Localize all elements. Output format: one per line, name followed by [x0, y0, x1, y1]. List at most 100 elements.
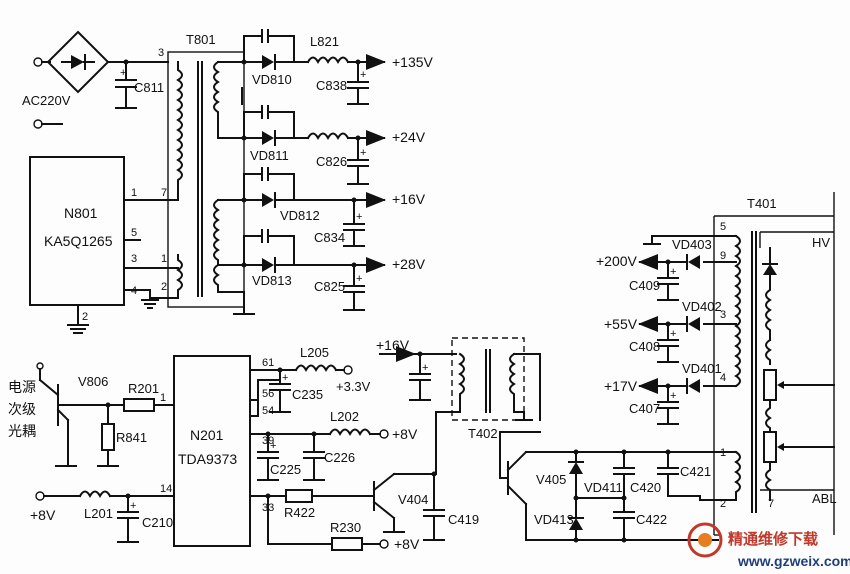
- svg-text:1: 1: [161, 253, 167, 265]
- focus-pot: [763, 369, 777, 401]
- svg-text:VD813: VD813: [252, 273, 292, 288]
- svg-text:R841: R841: [116, 430, 147, 445]
- svg-text:C420: C420: [630, 480, 661, 495]
- svg-text:+: +: [120, 67, 126, 79]
- svg-text:ABL: ABL: [812, 491, 837, 506]
- l821-inductor: [306, 56, 350, 65]
- out-28v-label: +28V: [392, 256, 426, 272]
- hv-diode-icon: [763, 264, 777, 275]
- t401-flyback: T401 HV ABL 5 9 3 4 1 2 7: [643, 192, 837, 536]
- n201-part-label: TDA9373: [178, 451, 237, 467]
- svg-text:5: 5: [720, 221, 726, 233]
- svg-text:+: +: [356, 273, 362, 285]
- in-16v-label: +16V: [376, 337, 410, 353]
- out-17v-label: +17V: [604, 378, 638, 394]
- svg-text:+: +: [670, 390, 676, 402]
- v405-section: V405 VD411 VD413 C420 C422: [499, 449, 737, 543]
- n801-ic: [29, 156, 125, 306]
- svg-text:4: 4: [720, 372, 726, 384]
- out-55v-label: +55V: [604, 316, 638, 332]
- t402-frame: [451, 337, 525, 421]
- rail-135v: VD810 L821 + C838 +135V: [217, 29, 434, 105]
- svg-text:+: +: [282, 372, 288, 384]
- watermark: 精通维修下载 www.gzweix.com: [687, 522, 850, 569]
- n201-section: N201 TDA9373 61 L205 +3.3V + C235 56 54 …: [30, 345, 420, 552]
- svg-text:C226: C226: [324, 450, 355, 465]
- svg-text:14: 14: [160, 483, 172, 495]
- svg-text:VD811: VD811: [250, 148, 289, 163]
- ac-input-section: AC220V + C811: [22, 30, 169, 129]
- svg-text:C838: C838: [316, 78, 347, 93]
- svg-text:3: 3: [131, 253, 137, 265]
- bridge-diode-icon: [71, 55, 84, 69]
- t401-label: T401: [747, 196, 777, 211]
- svg-text:7: 7: [161, 187, 167, 199]
- svg-text:L205: L205: [300, 345, 329, 360]
- n801-part-label: KA5Q1265: [44, 233, 113, 249]
- t401-outputs: + VD403 +200V C409 + VD402 +55V C408 + V…: [596, 237, 737, 425]
- svg-text:1: 1: [160, 392, 166, 404]
- svg-text:R422: R422: [284, 505, 315, 520]
- svg-text:VD812: VD812: [280, 208, 320, 223]
- out-200v-label: +200V: [596, 253, 638, 269]
- svg-text:+: +: [670, 328, 676, 340]
- svg-text:3: 3: [158, 47, 164, 59]
- screen-pot: [763, 431, 777, 463]
- svg-text:L202: L202: [330, 409, 359, 424]
- svg-text:C834: C834: [314, 230, 345, 245]
- svg-text:V405: V405: [536, 472, 566, 487]
- v404-t402-section: V404 C419 +16V + T402: [372, 337, 541, 541]
- ac-terminal-1: [33, 57, 43, 67]
- svg-text:C210: C210: [142, 515, 173, 530]
- watermark-logo-icon: [687, 522, 723, 558]
- svg-text:HV: HV: [812, 235, 830, 250]
- svg-text:+: +: [670, 266, 676, 278]
- svg-text:7: 7: [768, 498, 774, 510]
- out-135v-label: +135V: [392, 54, 434, 70]
- r201-resistor: [123, 398, 155, 412]
- svg-text:5: 5: [131, 227, 137, 239]
- svg-text:9: 9: [720, 250, 726, 262]
- t801-label: T801: [186, 32, 216, 47]
- svg-text:+: +: [422, 362, 428, 374]
- svg-text:2: 2: [82, 311, 88, 323]
- watermark-title: 精通维修下载: [728, 530, 818, 548]
- out-8v-a-label: +8V: [392, 426, 418, 442]
- r230-resistor: [331, 537, 363, 551]
- svg-text:54: 54: [262, 405, 274, 417]
- svg-text:2: 2: [161, 281, 167, 293]
- l201-inductor: [78, 490, 112, 499]
- rail-28v: VD813 + C825 +28V: [217, 229, 426, 315]
- svg-text:VD411: VD411: [584, 480, 623, 495]
- in-8v-label: +8V: [30, 507, 56, 523]
- c811-label: C811: [134, 80, 164, 95]
- svg-text:2: 2: [720, 498, 726, 510]
- r422-resistor: [285, 489, 313, 503]
- out-8v-b-label: +8V: [394, 536, 420, 552]
- svg-text:VD402: VD402: [682, 299, 722, 314]
- out-24v-label: +24V: [392, 129, 426, 145]
- svg-text:C407: C407: [629, 401, 660, 416]
- rail-24v: VD811 + C826 +24V: [217, 105, 426, 185]
- svg-text:光耦: 光耦: [8, 424, 36, 440]
- watermark-logo-core-icon: [698, 533, 712, 547]
- svg-text:VD810: VD810: [252, 72, 292, 87]
- svg-text:C408: C408: [629, 339, 660, 354]
- svg-text:C421: C421: [680, 464, 711, 479]
- svg-text:VD413: VD413: [534, 512, 574, 527]
- n201-label: N201: [190, 427, 224, 443]
- svg-text:V806: V806: [78, 374, 108, 389]
- n801-label: N801: [64, 205, 98, 221]
- ac-terminal-2: [33, 119, 43, 129]
- svg-text:L821: L821: [310, 34, 339, 49]
- svg-text:C419: C419: [448, 512, 479, 527]
- bridge-rectifier: [46, 30, 110, 94]
- n801-section: N801 KA5Q1265 1 7 5 3 1 4 2 2: [29, 156, 179, 334]
- svg-text:R230: R230: [330, 520, 361, 535]
- svg-text:次级: 次级: [8, 402, 36, 418]
- svg-text:+: +: [360, 69, 366, 81]
- ac-voltage-label: AC220V: [22, 93, 71, 108]
- svg-text:C409: C409: [629, 278, 660, 293]
- svg-text:L201: L201: [84, 506, 113, 521]
